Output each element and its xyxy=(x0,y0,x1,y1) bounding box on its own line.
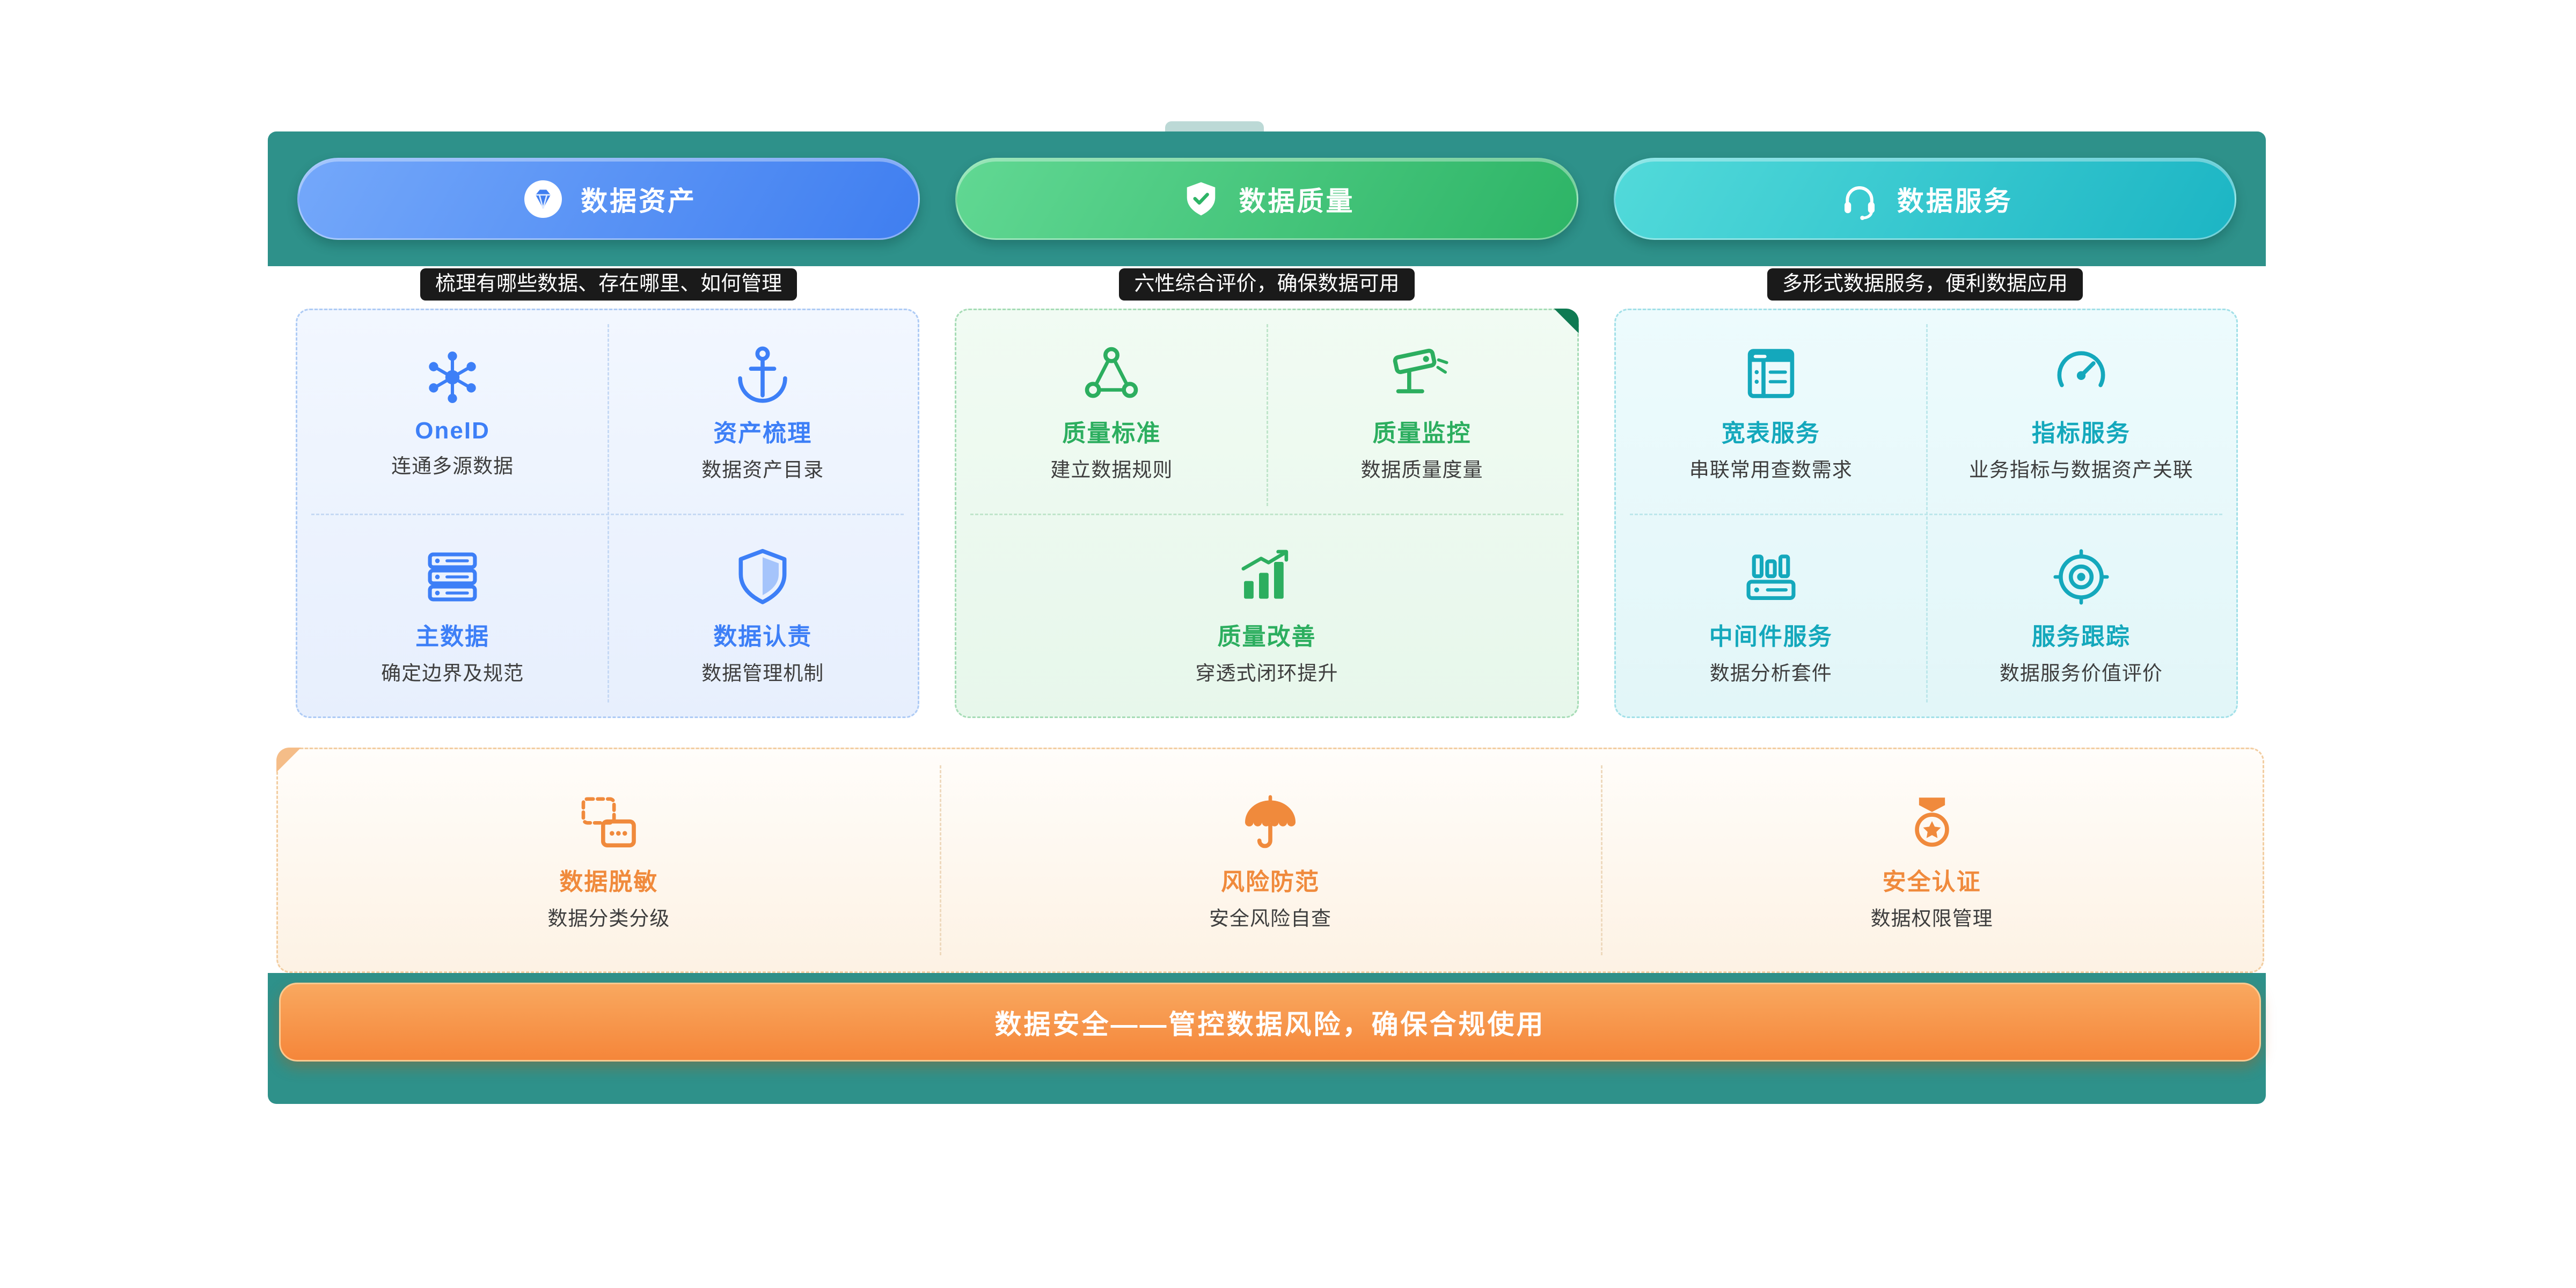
data-quality-tagline: 六性综合评价，确保数据可用 xyxy=(1119,268,1415,301)
feature-subtitle: 穿透式闭环提升 xyxy=(1195,662,1338,684)
network-graph-icon xyxy=(420,345,485,410)
feature-subtitle: 数据服务价值评价 xyxy=(1999,662,2163,684)
feature-item-quality-standard: 质量标准 建立数据规则 xyxy=(956,310,1267,514)
feature-title: 风险防范 xyxy=(1220,869,1320,895)
feature-item-master-data: 主数据 确定边界及规范 xyxy=(297,514,608,717)
feature-item-middleware-service: 中间件服务 数据分析套件 xyxy=(1616,514,1926,717)
tab-label: 数据资产 xyxy=(581,186,697,216)
feature-subtitle: 建立数据规则 xyxy=(1050,459,1173,481)
tab-data-quality[interactable]: 数据质量 xyxy=(955,158,1578,240)
feature-item-data-masking: 数据脱敏 数据分类分级 xyxy=(278,749,940,971)
data-services-tagline: 多形式数据服务，便利数据应用 xyxy=(1767,268,2083,301)
feature-subtitle: 数据质量度量 xyxy=(1360,459,1483,481)
feature-title: 安全认证 xyxy=(1882,869,1981,895)
tab-data-assets[interactable]: 数据资产 xyxy=(297,158,920,240)
cctv-camera-icon xyxy=(1389,341,1455,406)
feature-title: 数据脱敏 xyxy=(559,869,658,895)
feature-subtitle: 数据分析套件 xyxy=(1709,662,1832,684)
divider xyxy=(1267,324,1269,506)
feature-item-oneid: OneID 连通多源数据 xyxy=(297,310,608,514)
feature-title: OneID xyxy=(415,418,490,444)
feature-title: 数据认责 xyxy=(713,623,813,650)
tab-label: 数据服务 xyxy=(1897,186,2013,216)
feature-subtitle: 连通多源数据 xyxy=(391,455,514,478)
data-assets-tagline: 梳理有哪些数据、存在哪里、如何管理 xyxy=(420,268,797,301)
feature-subtitle: 安全风险自查 xyxy=(1209,908,1331,930)
feature-title: 宽表服务 xyxy=(1721,420,1820,447)
divider xyxy=(1601,765,1603,955)
feature-subtitle: 确定边界及规范 xyxy=(381,662,524,684)
tab-data-services[interactable]: 数据服务 xyxy=(1613,158,2236,240)
feature-title: 主数据 xyxy=(415,623,490,650)
feature-title: 质量标准 xyxy=(1062,420,1161,447)
medal-star-icon xyxy=(1899,789,1965,855)
divider xyxy=(970,513,1563,515)
target-icon xyxy=(2048,544,2114,610)
tab-label: 数据质量 xyxy=(1239,186,1355,216)
feature-title: 质量监控 xyxy=(1372,420,1472,447)
mask-card-icon xyxy=(576,789,641,855)
wide-table-icon xyxy=(1738,341,1804,406)
tagline-cell: 多形式数据服务，便利数据应用 xyxy=(1614,268,2236,301)
card-data-quality: 质量标准 建立数据规则 质量监控 数据质量度量 质量改善 穿透式闭环提升 xyxy=(955,309,1579,718)
shield-icon xyxy=(730,544,795,610)
feature-subtitle: 业务指标与数据资产关联 xyxy=(1968,459,2193,481)
headset-icon xyxy=(1837,177,1882,222)
card-data-services: 宽表服务 串联常用查数需求 指标服务 业务指标与数据资产关联 中间件服务 数据分… xyxy=(1614,309,2238,718)
feature-title: 指标服务 xyxy=(2031,420,2131,447)
gauge-icon xyxy=(2048,341,2114,406)
middleware-icon xyxy=(1738,544,1804,610)
feature-item-risk-prevention: 风险防范 安全风险自查 xyxy=(940,749,1601,971)
shield-check-icon xyxy=(1179,177,1224,222)
feature-subtitle: 数据资产目录 xyxy=(701,459,824,481)
server-stack-icon xyxy=(420,544,485,610)
feature-cards-row: OneID 连通多源数据 资产梳理 数据资产目录 主数据 确定边界及规范 xyxy=(268,309,2266,718)
feature-item-security-certification: 安全认证 数据权限管理 xyxy=(1601,749,2263,971)
feature-item-quality-improvement: 质量改善 穿透式闭环提升 xyxy=(956,514,1577,717)
taglines-row: 梳理有哪些数据、存在哪里、如何管理 六性综合评价，确保数据可用 多形式数据服务，… xyxy=(268,268,2266,301)
card-data-security: 数据脱敏 数据分类分级 风险防范 安全风险自查 安全认证 数据权限管理 xyxy=(276,748,2264,973)
feature-item-asset-sorting: 资产梳理 数据资产目录 xyxy=(608,310,918,514)
divider xyxy=(311,513,904,515)
card-data-assets: OneID 连通多源数据 资产梳理 数据资产目录 主数据 确定边界及规范 xyxy=(296,309,920,718)
feature-item-metric-service: 指标服务 业务指标与数据资产关联 xyxy=(1926,310,2236,514)
header-band: 数据资产 数据质量 数据服务 xyxy=(268,131,2266,266)
anchor-icon xyxy=(730,341,795,406)
feature-subtitle: 串联常用查数需求 xyxy=(1689,459,1853,481)
rising-chart-icon xyxy=(1234,544,1299,610)
feature-item-data-accountability: 数据认责 数据管理机制 xyxy=(608,514,918,717)
triangle-nodes-icon xyxy=(1079,341,1144,406)
feature-title: 中间件服务 xyxy=(1709,623,1833,650)
security-banner: 数据安全——管控数据风险，确保合规使用 xyxy=(279,983,2261,1062)
feature-subtitle: 数据分类分级 xyxy=(547,908,670,930)
divider xyxy=(1629,513,2222,515)
feature-item-quality-monitoring: 质量监控 数据质量度量 xyxy=(1267,310,1577,514)
divider xyxy=(939,765,941,955)
feature-subtitle: 数据管理机制 xyxy=(701,662,824,684)
feature-item-wide-table-service: 宽表服务 串联常用查数需求 xyxy=(1616,310,1926,514)
feature-title: 资产梳理 xyxy=(713,420,813,447)
feature-title: 服务跟踪 xyxy=(2031,623,2131,650)
feature-item-service-tracking: 服务跟踪 数据服务价值评价 xyxy=(1926,514,2236,717)
feature-subtitle: 数据权限管理 xyxy=(1870,908,1993,930)
feature-title: 质量改善 xyxy=(1217,623,1316,650)
diamond-icon xyxy=(521,177,566,222)
tagline-cell: 六性综合评价，确保数据可用 xyxy=(955,268,1578,301)
tagline-cell: 梳理有哪些数据、存在哪里、如何管理 xyxy=(297,268,920,301)
umbrella-icon xyxy=(1238,789,1303,855)
